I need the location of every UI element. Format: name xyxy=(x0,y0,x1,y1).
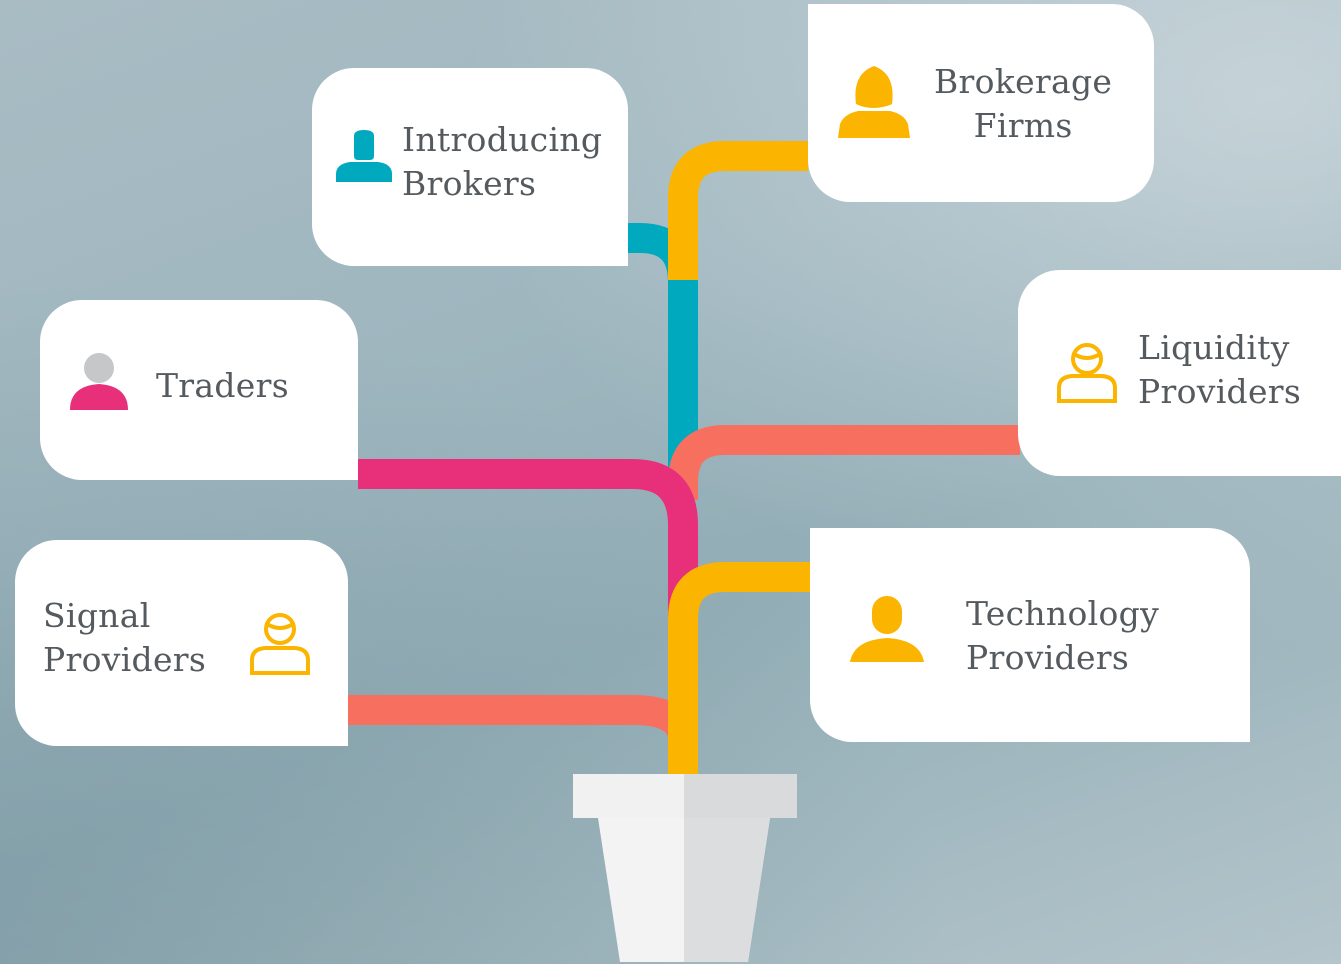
branch-liquidity-providers xyxy=(668,425,1020,500)
person-outline-icon xyxy=(1056,342,1118,404)
label-line-2: Providers xyxy=(43,640,207,679)
card-liquidity-providers: Liquidity Providers xyxy=(1018,270,1341,476)
card-label: Signal Providers xyxy=(43,594,206,682)
card-technology-providers: Technology Providers xyxy=(810,528,1250,742)
card-label: Traders xyxy=(156,364,289,408)
card-introducing-brokers: Introducing Brokers xyxy=(312,68,628,266)
label-line-2: Brokers xyxy=(402,164,537,203)
branch-signal-providers xyxy=(348,695,698,775)
person-female-icon xyxy=(838,64,910,138)
label-line-1: Signal xyxy=(43,596,151,635)
person-icon xyxy=(850,594,924,662)
card-traders: Traders xyxy=(40,300,358,480)
branch-brokerage-firms xyxy=(668,141,808,280)
label-line-1: Traders xyxy=(156,366,289,405)
label-line-1: Technology xyxy=(966,594,1160,633)
label-line-1: Liquidity xyxy=(1138,328,1290,367)
card-signal-providers: Signal Providers xyxy=(15,540,348,746)
card-label: Technology Providers xyxy=(966,592,1159,680)
label-line-2: Providers xyxy=(1138,372,1302,411)
branch-traders xyxy=(358,459,698,625)
label-line-2: Firms xyxy=(973,106,1073,145)
card-label: Liquidity Providers xyxy=(1138,326,1301,414)
label-line-1: Introducing xyxy=(402,120,603,159)
card-brokerage-firms: Brokerage Firms xyxy=(808,4,1154,202)
pot xyxy=(573,774,797,962)
person-outline-icon xyxy=(249,612,311,676)
person-icon xyxy=(70,352,128,410)
card-label: Brokerage Firms xyxy=(934,60,1112,148)
label-line-2: Providers xyxy=(966,638,1130,677)
branch-technology-providers xyxy=(668,562,810,775)
card-label: Introducing Brokers xyxy=(402,118,602,206)
person-icon xyxy=(336,130,392,182)
label-line-1: Brokerage xyxy=(934,62,1113,101)
